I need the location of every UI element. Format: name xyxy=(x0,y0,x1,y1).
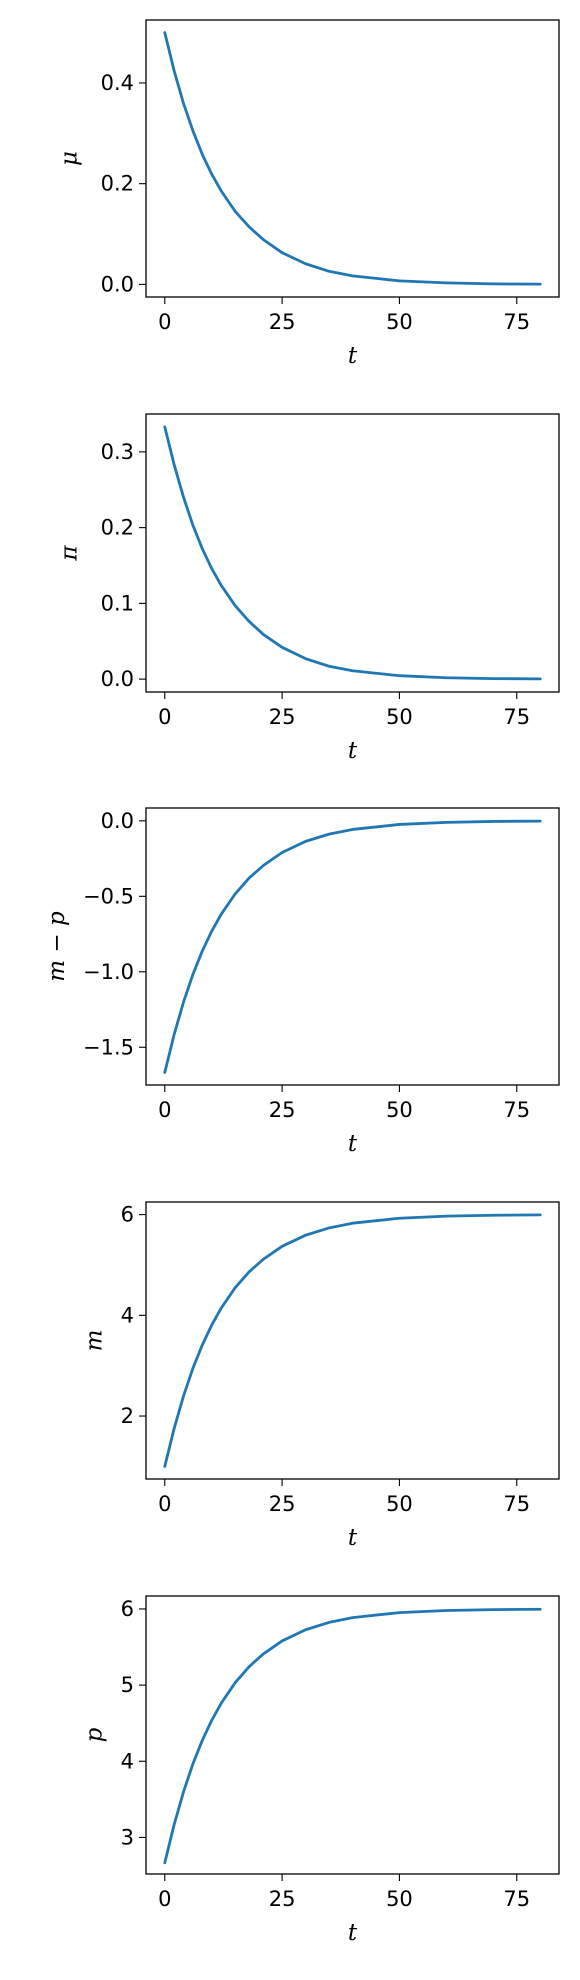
y-tick-label: 5 xyxy=(121,1673,134,1697)
y-tick-label: 0.4 xyxy=(101,71,134,95)
y-tick-label: 0.1 xyxy=(101,591,134,615)
x-axis-label: t xyxy=(348,738,358,764)
x-tick-label: 25 xyxy=(269,1492,296,1516)
y-axis-label: m xyxy=(82,1330,108,1352)
series-line-1 xyxy=(163,31,542,286)
y-tick-label: 3 xyxy=(121,1825,134,1849)
x-axis-label: t xyxy=(348,343,358,369)
x-tick-label: 0 xyxy=(158,705,171,729)
y-axis-label: π xyxy=(57,545,83,562)
x-tick-label: 75 xyxy=(503,1098,530,1122)
x-tick-label: 75 xyxy=(503,1887,530,1911)
y-tick-label: 0.0 xyxy=(101,272,134,296)
y-tick-label: 2 xyxy=(121,1404,134,1428)
y-tick-label: 0.0 xyxy=(101,667,134,691)
subplot-5: 0 25 50 75 3 4 5 6 t p xyxy=(82,1595,560,1946)
x-axis-label: t xyxy=(348,1525,358,1551)
x-tick-label: 0 xyxy=(158,1098,171,1122)
x-tick-label: 75 xyxy=(503,1492,530,1516)
y-tick-label: 0.2 xyxy=(101,516,134,540)
x-tick-label: 50 xyxy=(386,1098,413,1122)
y-axis-label: m − p xyxy=(44,911,70,982)
subplot-1: 0 25 50 75 0.0 0.2 0.4 t μ xyxy=(57,19,560,369)
y-tick-label: −0.5 xyxy=(83,884,134,908)
subplot-3: 0 25 50 75 0.0 −0.5 −1.0 −1.5 t m − p xyxy=(44,807,560,1157)
series-line-1 xyxy=(163,819,542,1074)
y-tick-label: −1.0 xyxy=(83,960,134,984)
x-tick-label: 25 xyxy=(269,705,296,729)
x-tick-label: 25 xyxy=(269,1098,296,1122)
x-tick-label: 0 xyxy=(158,310,171,334)
subplot-4: 0 25 50 75 2 4 6 t m xyxy=(82,1201,560,1551)
x-tick-label: 50 xyxy=(386,1492,413,1516)
y-axis-label: μ xyxy=(57,151,83,166)
y-tick-label: 4 xyxy=(121,1749,134,1773)
y-tick-label: 4 xyxy=(121,1303,134,1327)
y-tick-label: 6 xyxy=(121,1203,134,1227)
x-axis-label: t xyxy=(348,1920,358,1946)
plot-frame xyxy=(145,1201,560,1480)
y-axis-label: p xyxy=(82,1727,108,1742)
plot-frame xyxy=(145,807,560,1086)
x-tick-label: 25 xyxy=(269,310,296,334)
series-line-1 xyxy=(163,425,542,681)
y-tick-label: 0.2 xyxy=(101,172,134,196)
x-tick-label: 0 xyxy=(158,1492,171,1516)
y-tick-label: −1.5 xyxy=(83,1035,134,1059)
series-line-1 xyxy=(163,1213,542,1468)
plot-frame xyxy=(145,1595,560,1875)
y-tick-label: 6 xyxy=(121,1597,134,1621)
plot-frame xyxy=(145,19,560,298)
subplot-2: 0 25 50 75 0.0 0.1 0.2 0.3 t π xyxy=(57,413,560,764)
x-tick-label: 0 xyxy=(158,1887,171,1911)
x-tick-label: 50 xyxy=(386,1887,413,1911)
series-line-1 xyxy=(163,1607,542,1865)
x-tick-label: 50 xyxy=(386,705,413,729)
x-tick-label: 25 xyxy=(269,1887,296,1911)
y-tick-label: 0.0 xyxy=(101,809,134,833)
y-tick-label: 0.3 xyxy=(101,440,134,464)
x-axis-label: t xyxy=(348,1131,358,1157)
x-tick-label: 75 xyxy=(503,705,530,729)
x-tick-label: 50 xyxy=(386,310,413,334)
x-tick-label: 75 xyxy=(503,310,530,334)
plot-frame xyxy=(145,413,560,693)
